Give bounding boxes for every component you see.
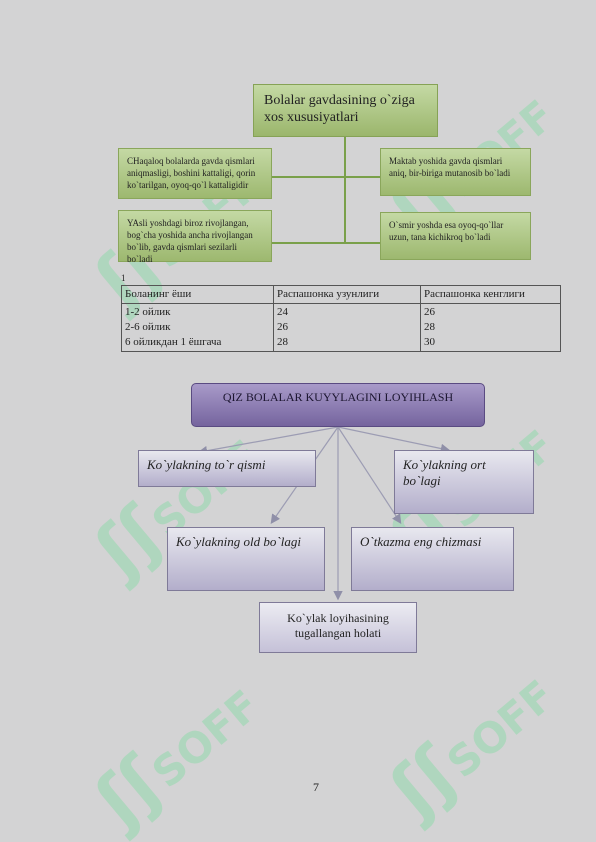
diagram1-box-infant: CHaqaloq bolalarda gavda qismlari aniqma… xyxy=(118,148,272,199)
table-header-row: Боланинг ёши Распашонка узунлиги Распашо… xyxy=(121,285,561,304)
diagram2-box-front-part: Ko`ylakning old bo`lagi xyxy=(167,527,325,591)
diagram2-title: QIZ BOLALAR KUYYLAGINI LOYIHLASH xyxy=(191,383,485,427)
width-value: 26 xyxy=(424,306,435,318)
table-length-cell: 24 26 28 xyxy=(273,303,421,352)
length-value: 24 xyxy=(277,306,288,318)
width-value: 30 xyxy=(424,336,435,348)
diagram1-box-teen: O`smir yoshda esa oyoq-qo`llar uzun, tan… xyxy=(380,212,531,260)
page-number: 7 xyxy=(313,780,319,794)
width-value: 28 xyxy=(424,321,435,333)
diagram1-title: Bolalar gavdasining o`ziga xos xususiyat… xyxy=(253,84,438,137)
diagram1-box-nursery: YAsli yoshdagi biroz rivojlangan, bog`ch… xyxy=(118,210,272,264)
diagram2-box-net-part: Ko`ylakning to`r qismi xyxy=(138,450,316,487)
diagram2-box-back-part: Ko`ylakning ort bo`lagi xyxy=(394,450,534,514)
length-value: 26 xyxy=(277,321,288,333)
diagram2-box-sleeve-drawing: O`tkazma eng chizmasi xyxy=(351,527,514,591)
table-width-cell: 26 28 30 xyxy=(420,303,561,352)
table-header-length: Распашонка узунлиги xyxy=(273,285,421,304)
table-header-width: Распашонка кенглиги xyxy=(420,285,561,304)
table-row: 1-2 ойлик 2-6 ойлик 6 ойликдан 1 ёшгача … xyxy=(121,303,561,352)
age-value: 1-2 ойлик xyxy=(125,306,171,318)
diagram1-box-school: Maktab yoshida gavda qismlari aniq, bir-… xyxy=(380,148,531,196)
age-value: 2-6 ойлик xyxy=(125,321,171,333)
diagram2-final-box: Ko`ylak loyihasining tugallangan holati xyxy=(259,602,417,653)
table-marker: 1 xyxy=(121,273,126,283)
table-age-cell: 1-2 ойлик 2-6 ойлик 6 ойликдан 1 ёшгача xyxy=(121,303,274,352)
age-value: 6 ойликдан 1 ёшгача xyxy=(125,336,222,348)
size-table: Боланинг ёши Распашонка узунлиги Распашо… xyxy=(121,285,561,352)
length-value: 28 xyxy=(277,336,288,348)
